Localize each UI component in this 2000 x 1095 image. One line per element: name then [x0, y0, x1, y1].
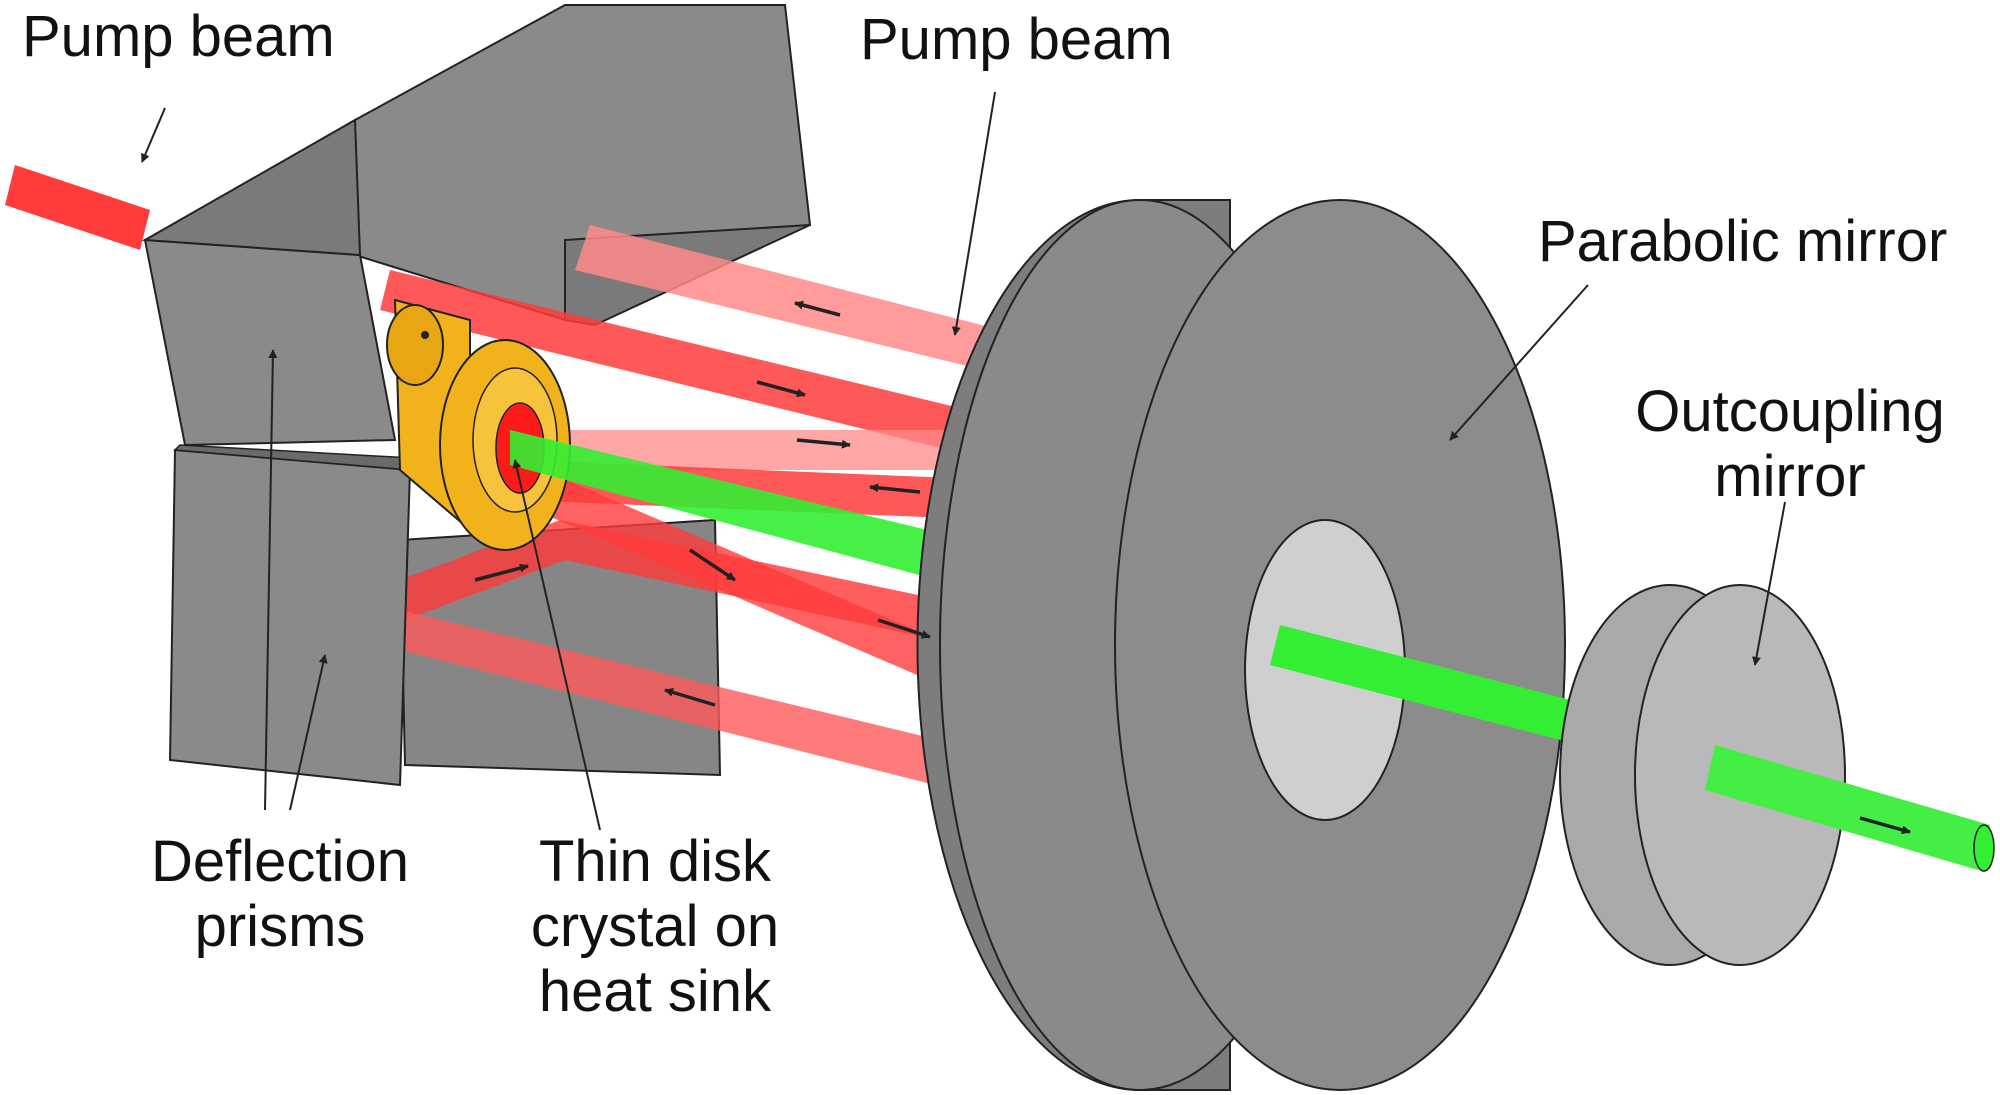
label-thin-disk-crystal: Thin disk crystal on heat sink — [490, 829, 820, 1025]
label-outcoupling-line2: mirror — [1714, 443, 1866, 509]
arrow-pump-pass-8 — [664, 688, 716, 707]
label-parabolic-mirror: Parabolic mirror — [1538, 209, 1948, 274]
leader-deflection-lower — [289, 654, 328, 811]
label-pump-beam-right: Pump beam — [860, 7, 1173, 72]
deflection-prism-bottom-front — [168, 444, 413, 787]
arrow-output-beam — [1859, 816, 1911, 835]
laser-beam-output — [1705, 745, 1995, 872]
label-outcoupling-mirror: Outcoupling mirror — [1605, 379, 1975, 510]
pump-beam-pass-2 — [380, 270, 1030, 465]
arrow-pump-pass-1 — [794, 300, 841, 317]
deflection-prism-top-front — [141, 118, 397, 447]
arrow-pump-pass-4 — [869, 483, 921, 494]
arrow-pump-pass-5 — [689, 548, 736, 582]
label-deflection-line2: prisms — [194, 893, 366, 959]
leader-pump-beam-right — [951, 91, 996, 336]
label-outcoupling-line1: Outcoupling — [1635, 379, 1945, 444]
leader-thin-disk — [512, 459, 601, 831]
pump-beam-pass-1 — [575, 225, 1060, 385]
arrow-pump-pass-6 — [474, 563, 529, 582]
label-pump-beam-left: Pump beam — [22, 4, 335, 69]
leader-pump-beam-left — [141, 107, 166, 163]
pump-beam-pass-7 — [400, 610, 960, 790]
arrow-pump-pass-2 — [756, 380, 806, 398]
arrow-pump-pass-7 — [877, 618, 931, 639]
label-deflection-prisms: Deflection prisms — [120, 829, 440, 960]
heat-sink — [386, 298, 571, 551]
arrow-pump-pass-3 — [796, 438, 851, 449]
leader-deflection-upper — [264, 349, 278, 811]
beam-direction-arrows — [474, 300, 1911, 835]
parabolic-mirror — [916, 199, 1566, 1091]
leader-parabolic-mirror — [1449, 284, 1589, 441]
leader-outcoupling-mirror — [1752, 501, 1786, 666]
label-deflection-line1: Deflection — [151, 829, 409, 894]
leader-lines — [141, 91, 1786, 831]
laser-beam-intracavity — [510, 430, 990, 590]
label-thin-disk-line1: Thin disk — [538, 829, 772, 894]
label-thin-disk-line3: heat sink — [538, 958, 772, 1024]
pump-beam-incoming — [5, 165, 150, 250]
pump-beam-pass-3 — [520, 430, 1020, 470]
label-thin-disk-line2: crystal on — [530, 893, 780, 959]
pump-beam-pass-6 — [400, 520, 990, 650]
laser-beam-to-outcoupler — [1270, 625, 1590, 745]
